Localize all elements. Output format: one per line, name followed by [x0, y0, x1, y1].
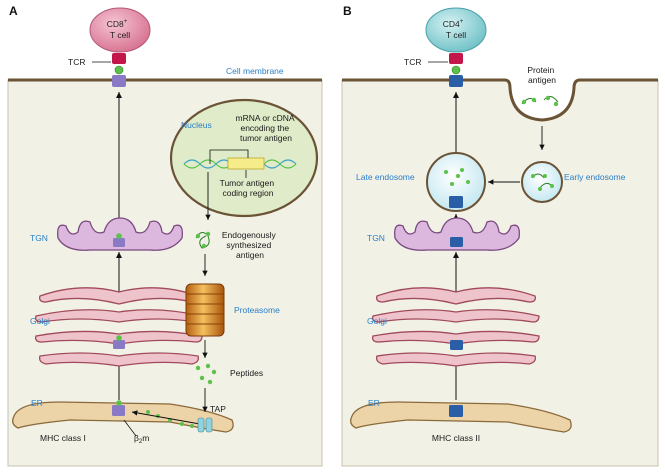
nucleus-label: Nucleus — [181, 120, 212, 130]
tcr-label-b: TCR — [404, 57, 421, 67]
mhc-ii-tgn — [450, 237, 463, 247]
er-a — [12, 401, 234, 433]
early-endosome — [521, 161, 563, 203]
proteasome — [185, 283, 225, 337]
golgi-b — [371, 287, 540, 367]
tap-transporter — [197, 417, 213, 433]
peptides-label: Peptides — [230, 368, 263, 378]
mrna-pointer — [209, 149, 249, 164]
mhc-i-tgn — [113, 238, 125, 247]
er-label-a: ER — [31, 398, 43, 408]
early-endosome-label: Early endosome — [564, 172, 626, 182]
cd8-sub-label: T cell — [110, 30, 130, 40]
panel-b-letter: B — [343, 4, 352, 18]
tgn-label-b: TGN — [367, 233, 385, 243]
protein-antigen — [521, 95, 559, 107]
er-label-b: ER — [368, 398, 380, 408]
tgn-b — [394, 217, 520, 251]
arrow-tap-to-mhc — [131, 410, 201, 425]
tcr-label-a: TCR — [68, 57, 85, 67]
peptides — [195, 363, 217, 385]
proteasome-label: Proteasome — [234, 305, 280, 315]
early-endosome-contents — [531, 173, 554, 191]
cd4-sub-label: T cell — [446, 30, 466, 40]
mhc-ii-golgi — [450, 340, 463, 350]
mhc-class-ii-label: MHC class II — [432, 433, 480, 443]
golgi-label-b: Golgi — [367, 316, 387, 326]
tap-label: TAP — [210, 404, 226, 414]
panel-a: A Cell membrane CD8+ T cell TCR TGN — [7, 4, 323, 467]
tcr-mhc-complex-a — [112, 53, 126, 87]
mhc-ii-er — [449, 405, 463, 417]
late-endosome-peptides — [444, 168, 470, 186]
cd4-label: CD4+ — [443, 19, 464, 29]
tgn-label-a: TGN — [30, 233, 48, 243]
endogenous-antigen — [195, 231, 211, 249]
mhc-class-i-label: MHC class I — [40, 433, 86, 443]
late-endosome — [426, 152, 486, 212]
mhc-ii-late-endosome — [449, 196, 463, 208]
panel-a-letter: A — [9, 4, 18, 18]
cd8-label: CD8+ — [107, 19, 128, 29]
panel-b: B CD4+ T cell TCR Protein antigen — [341, 4, 659, 467]
mrna-label: mRNA or cDNA encoding the tumor antigen — [236, 113, 297, 143]
protein-antigen-label: Protein antigen — [527, 65, 556, 85]
coding-region-label: Tumor antigen coding region — [220, 178, 277, 198]
mhc-i-er — [112, 405, 125, 416]
mhc-i-golgi — [113, 340, 125, 349]
golgi-label-a: Golgi — [30, 316, 50, 326]
cd8-t-cell — [89, 7, 151, 53]
coding-region-box — [227, 157, 265, 170]
b2m-label: β2m — [134, 433, 149, 445]
cell-membrane-label: Cell membrane — [226, 66, 284, 76]
b2m-pointer — [123, 419, 137, 437]
late-endosome-label: Late endosome — [356, 172, 415, 182]
endogenous-antigen-label: Endogenously synthesized antigen — [222, 230, 278, 260]
tcr-mhc-complex-b — [449, 53, 463, 87]
cell-membrane-b — [342, 78, 658, 122]
cd4-t-cell — [425, 7, 487, 53]
